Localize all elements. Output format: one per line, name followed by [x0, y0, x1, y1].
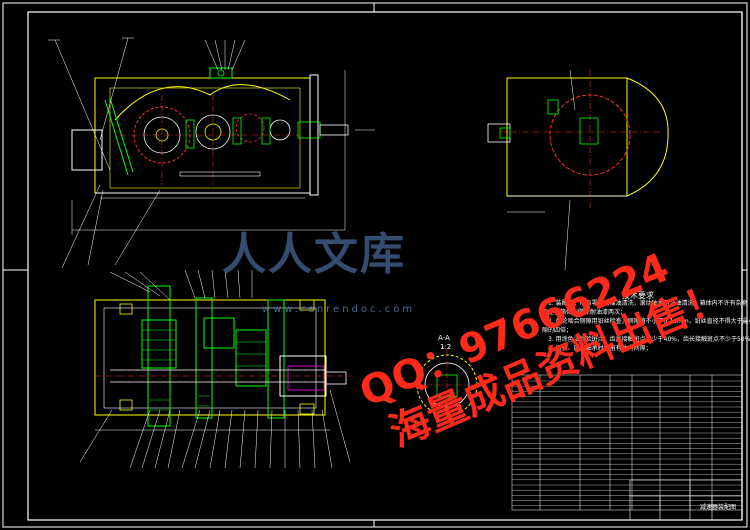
plan-view: [94, 285, 350, 431]
section-label-name: A-A: [438, 334, 450, 342]
front-view-leaders: [48, 37, 375, 269]
note-line: 1. 装配前，所有零件用煤油清洗，滚动轴承用汽油清洗，箱体内不许有杂物: [548, 300, 748, 307]
technical-notes-title: 技术要求: [622, 291, 654, 300]
front-view: [71, 67, 349, 235]
section-label-scale: 1:2: [440, 343, 452, 351]
drawing-title: 减速器装配图: [700, 504, 737, 511]
note-line: 隙的四倍；: [542, 327, 573, 334]
side-view: [487, 69, 669, 271]
watermark-logo: 人人文库: [222, 229, 406, 280]
parts-list-rows: [512, 380, 742, 506]
note-line: 2. 齿轮啮合侧隙用铅丝检查，侧隙值不小于0.16mm，铅丝直径不得大于最小侧: [548, 318, 750, 325]
note-line: 3. 用涂色法检验斑点，齿高接触斑点不少于40%，齿长接触斑点不少于50%；: [548, 336, 750, 343]
section-a-a: [412, 350, 482, 420]
watermark-url: www.renrendoc.com: [262, 304, 416, 315]
title-block: [629, 479, 743, 521]
note-line: 4. 调整、固定轴承时应留有轴向间隙；: [548, 345, 652, 352]
note-line: 存在，箱体内壁涂耐油漆两次；: [542, 309, 627, 316]
plan-view-leaders: [79, 269, 351, 469]
